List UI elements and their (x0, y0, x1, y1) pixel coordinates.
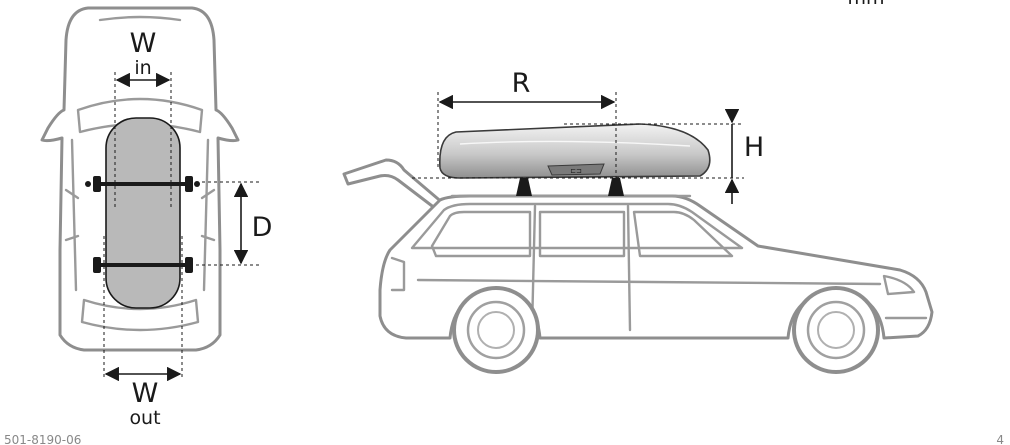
unit-label: mm (847, 0, 884, 9)
side-view-tail-light (390, 256, 406, 292)
top-view-roof-box (105, 117, 181, 309)
w-out-label-sub: out (129, 407, 160, 429)
side-view-open-tailgate (342, 158, 446, 214)
footer-page: 4 (996, 433, 1004, 445)
side-view-front-door-window (632, 210, 734, 258)
side-view-rear-foot (608, 178, 624, 196)
side-view-rear-door-window (538, 210, 626, 258)
side-view-car-body (378, 194, 934, 340)
top-view-bonnet-crease (98, 15, 182, 22)
top-view-right-pillar (200, 188, 216, 242)
side-view-rear-wheel (452, 286, 540, 374)
top-view-windshield (76, 97, 204, 134)
side-view-roof-box (439, 123, 711, 179)
d-label: D (252, 212, 273, 243)
side-view-front-wheel (792, 286, 880, 374)
top-view-rear-window (80, 298, 200, 332)
w-in-label-w: W (130, 28, 157, 59)
side-view-roof-box-lock (547, 163, 605, 176)
w-in-label-sub: in (134, 57, 151, 79)
side-view: ⊏⊐ R H (342, 68, 934, 374)
w-out-label-w: W (132, 378, 159, 409)
side-view-window-frame (410, 202, 744, 250)
h-label: H (744, 132, 764, 163)
side-view-headlight (882, 274, 916, 296)
side-view-front-foot (516, 178, 532, 196)
side-view-rear-quarter-window (430, 210, 532, 258)
top-view-left-pillar (64, 188, 80, 242)
top-view-left-windows (70, 138, 78, 292)
side-view-roof-box-brand: ⊏⊐ (570, 167, 582, 175)
side-view-roof-box-ridge (459, 140, 691, 147)
footer-code: 501-8190-06 (4, 433, 81, 445)
r-label: R (512, 68, 531, 99)
top-view: W in W out D (40, 6, 273, 429)
